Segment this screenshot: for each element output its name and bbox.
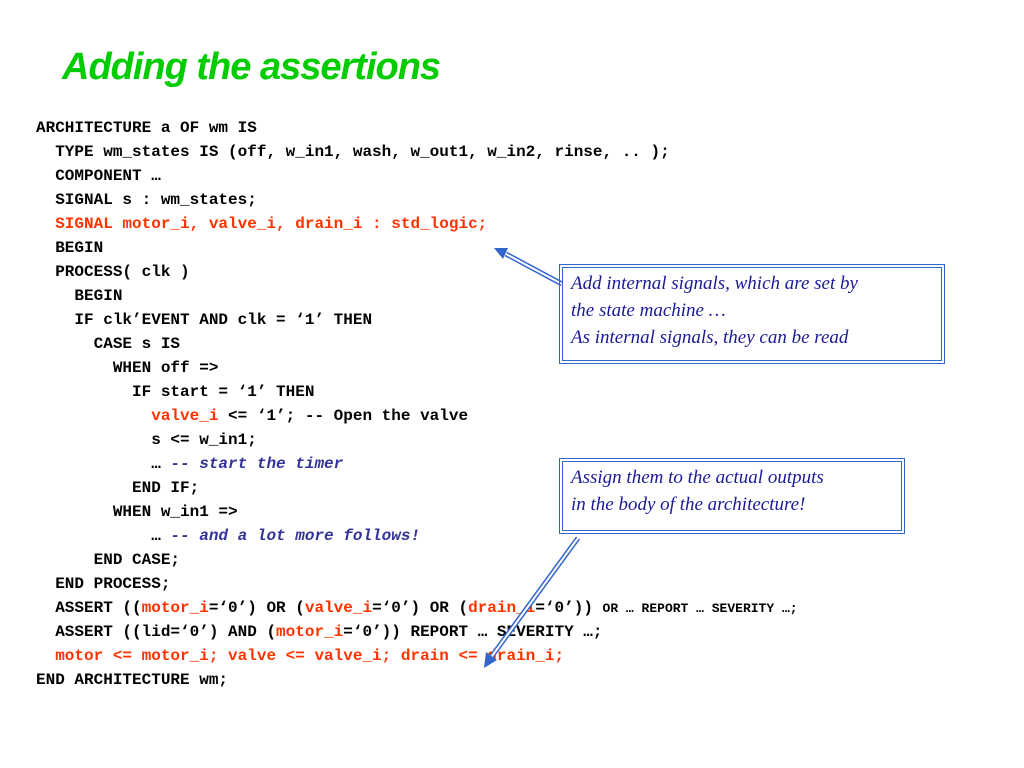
code-line: WHEN w_in1 => [36,503,238,521]
callout-internal-signals: Add internal signals, which are set by t… [559,264,945,364]
code-line-outputs: motor <= motor_i; valve <= valve_i; drai… [55,647,565,665]
code-line: END PROCESS; [36,575,171,593]
code-line: IF start = ‘1’ THEN [36,383,315,401]
code-line: COMPONENT … [36,167,161,185]
code-line: ARCHITECTURE a OF wm IS [36,119,257,137]
arrow-to-outputs [484,536,581,668]
code-line: valve_i <= ‘1’; -- Open the valve [151,407,469,425]
code-line-signals: SIGNAL motor_i, valve_i, drain_i : std_l… [55,215,488,233]
code-line: END IF; [36,479,200,497]
code-line: TYPE wm_states IS (off, w_in1, wash, w_o… [36,143,670,161]
code-line: CASE s IS [36,335,181,353]
code-line: BEGIN [36,287,123,305]
code-line: … -- start the timer [36,455,344,473]
code-line: SIGNAL s : wm_states; [36,191,257,209]
code-line: PROCESS( clk ) [36,263,190,281]
slide-title: Adding the assertions [62,46,441,88]
code-line: WHEN off => [36,359,219,377]
code-line: END ARCHITECTURE wm; [36,671,229,689]
arrow-to-signals [494,248,564,287]
code-line: BEGIN [36,239,104,257]
code-line-assert2: ASSERT ((lid=‘0’) AND (motor_i=‘0’)) REP… [36,623,603,641]
code-line: s <= w_in1; [36,431,257,449]
code-line: … -- and a lot more follows! [36,527,421,545]
callout-assign-outputs: Assign them to the actual outputs in the… [559,458,905,534]
code-line: END CASE; [36,551,181,569]
code-line-assert1: ASSERT ((motor_i=‘0’) OR (valve_i=‘0’) O… [36,599,798,617]
code-line: IF clk’EVENT AND clk = ‘1’ THEN [36,311,373,329]
